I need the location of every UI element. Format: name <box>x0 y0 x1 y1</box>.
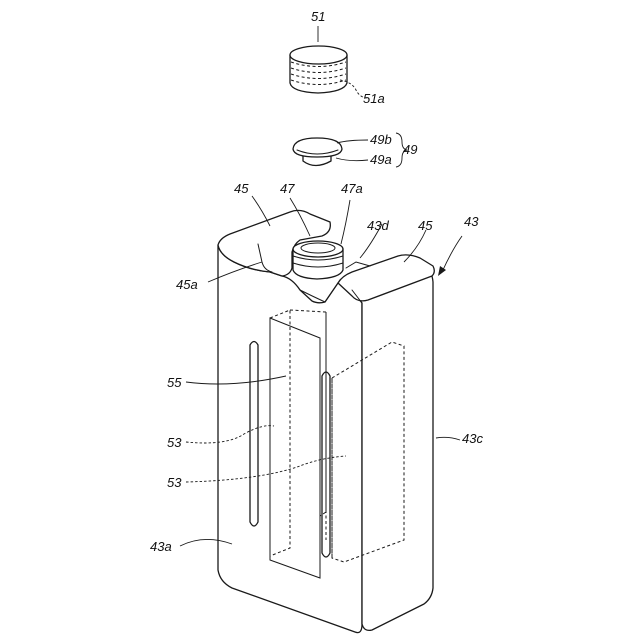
label-49b: 49b <box>370 132 392 147</box>
plug-49 <box>293 138 342 166</box>
spout-47 <box>293 241 343 279</box>
label-49a: 49a <box>370 152 392 167</box>
label-49: 49 <box>403 142 417 157</box>
label-53-upper: 53 <box>167 435 182 450</box>
label-47a: 47a <box>341 181 363 196</box>
label-43d: 43d <box>367 218 389 233</box>
arrow-43 <box>438 236 462 276</box>
label-45-left: 45 <box>234 181 249 196</box>
label-43: 43 <box>464 214 479 229</box>
label-47: 47 <box>280 181 295 196</box>
label-51a: 51a <box>363 91 385 106</box>
label-43c: 43c <box>462 431 483 446</box>
label-45a: 45a <box>176 277 198 292</box>
label-51: 51 <box>311 9 325 24</box>
label-43a: 43a <box>150 539 172 554</box>
label-55: 55 <box>167 375 182 390</box>
label-53-lower: 53 <box>167 475 182 490</box>
cap-51 <box>290 46 347 93</box>
label-45-right: 45 <box>418 218 433 233</box>
